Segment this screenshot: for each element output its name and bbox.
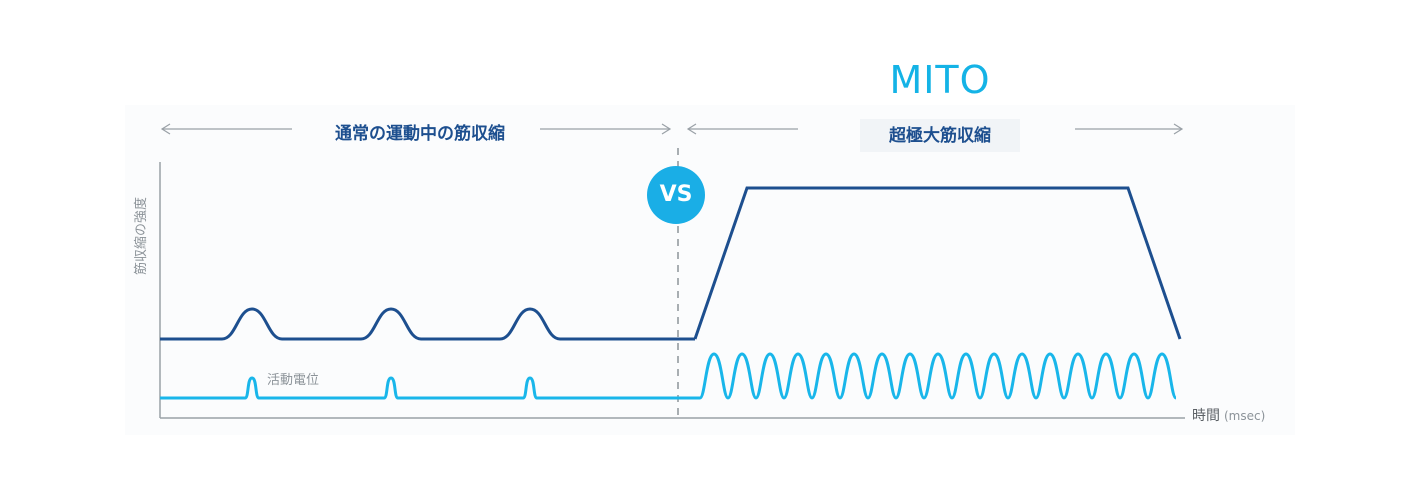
vs-badge: VS: [647, 166, 705, 224]
x-axis-unit: (msec): [1224, 409, 1266, 423]
mito-contraction-line: [693, 186, 1182, 340]
y-axis-label: 筋収縮の強度: [134, 196, 149, 275]
normal-contraction-label: 通常の運動中の筋収縮: [300, 119, 540, 144]
diagram-panel: [125, 105, 1295, 435]
left-section-arrow: [160, 123, 672, 135]
normal-contraction-line: [160, 307, 695, 341]
normal-potential-line: [160, 376, 700, 400]
x-axis-label: 時間 (msec): [1192, 405, 1265, 425]
brand-title: MITO: [889, 58, 991, 102]
action-potential-label: 活動電位: [267, 373, 320, 388]
mito-contraction-label: 超極大筋収縮: [860, 119, 1020, 152]
y-axis-label-wrap: 筋収縮の強度: [128, 160, 152, 280]
right-section-arrow: [686, 123, 1184, 135]
mito-potential-line: [698, 352, 1178, 400]
x-axis-title: 時間: [1192, 408, 1220, 424]
